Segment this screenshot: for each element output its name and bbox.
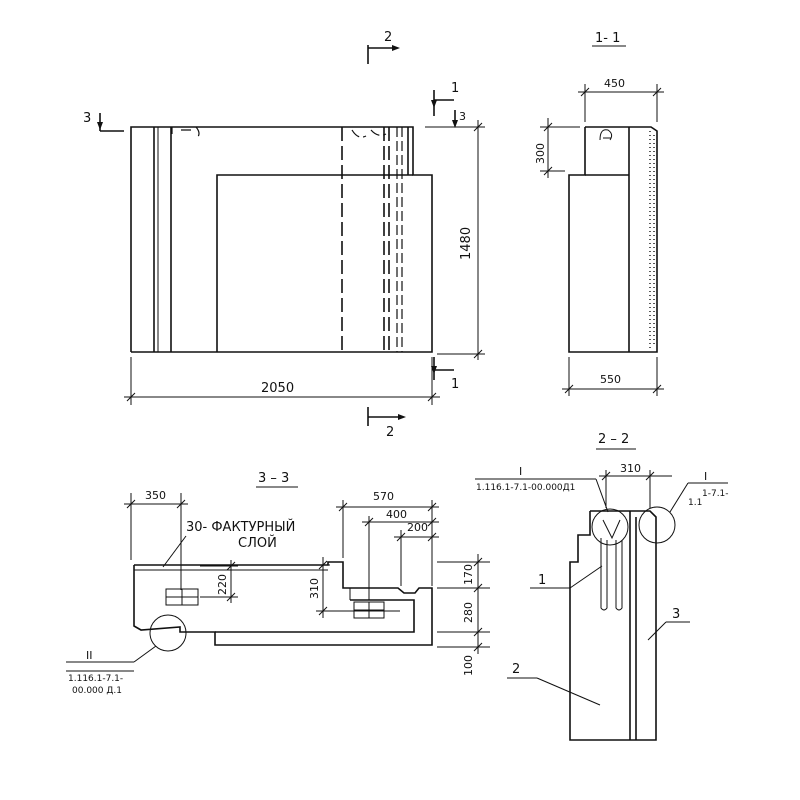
cut-label-2-top: 2	[384, 30, 392, 45]
dim-310-plan: 310	[308, 578, 321, 599]
dim-tick	[427, 502, 437, 512]
cut-label-1-bottom: 1	[451, 377, 459, 392]
dim-tick	[473, 349, 483, 359]
note-facing-layer-line1: 30- ФАКТУРНЫЙ	[186, 519, 295, 535]
position-2: 2	[512, 662, 520, 677]
cut-label-3-left: 3	[83, 111, 91, 126]
lifting-loop-hidden	[171, 126, 200, 140]
section-2-2-title: 2 – 2	[598, 432, 629, 447]
dim-280: 280	[462, 602, 475, 623]
dim-tick	[601, 471, 611, 481]
section-3-3-title: 3 – 3	[258, 471, 289, 486]
dim-tick	[318, 560, 328, 570]
dim-tick	[473, 627, 483, 637]
node-callout-circle	[591, 508, 629, 546]
dim-tick	[652, 384, 662, 394]
section-2-2: 2 – 2 310 I 1.116.1-7.1-00.000Д1 I 1.1 1…	[475, 432, 729, 741]
dim-tick	[543, 166, 553, 176]
dim-350: 350	[145, 489, 166, 502]
dim-tick	[473, 583, 483, 593]
lifting-loop-hidden	[351, 129, 387, 138]
section-1-1-title: 1- 1	[595, 31, 620, 46]
lifting-loop	[615, 540, 623, 611]
lifting-loop	[602, 519, 621, 540]
dim-tick	[564, 384, 574, 394]
node-mark-ii: II	[86, 649, 93, 662]
dim-tick	[427, 392, 437, 402]
dim-550: 550	[600, 373, 621, 386]
front-view: 2050 1480 2 2 1 3 1 3	[83, 30, 485, 440]
dim-tick	[226, 561, 236, 571]
node-mark-left: I	[519, 465, 522, 478]
node-callout-circle	[149, 614, 187, 652]
dim-570: 570	[373, 490, 394, 503]
leader-line	[669, 482, 689, 513]
dim-tick	[543, 122, 553, 132]
node-ref-left: 1.116.1-7.1-00.000Д1	[476, 483, 575, 493]
dim-tick	[396, 532, 406, 542]
dim-tick	[580, 87, 590, 97]
dim-tick	[176, 499, 186, 509]
dim-200: 200	[407, 521, 428, 534]
cut-label-3-right: 3	[459, 110, 466, 123]
cut-arrow	[398, 414, 406, 420]
leader-line	[133, 645, 157, 663]
dim-tick	[473, 642, 483, 652]
section-3-3-outline	[133, 561, 433, 646]
leader-line	[569, 565, 603, 589]
cut-label-2-bottom: 2	[386, 425, 394, 440]
dim-width-2050: 2050	[261, 381, 294, 396]
dim-310-section: 310	[620, 462, 641, 475]
position-3: 3	[672, 607, 680, 622]
lifting-loop	[600, 538, 608, 611]
node-callout-circle	[638, 506, 676, 544]
dim-tick	[338, 502, 348, 512]
dim-450: 450	[604, 77, 625, 90]
front-opening	[216, 174, 413, 352]
cut-arrow	[452, 120, 458, 128]
dim-tick	[645, 471, 655, 481]
dim-100: 100	[462, 655, 475, 676]
cut-arrow	[392, 45, 400, 51]
leader-line	[595, 478, 609, 513]
dim-tick	[427, 532, 437, 542]
dim-170: 170	[462, 564, 475, 585]
node-ref-line1: 1.116.1-7.1-	[68, 674, 123, 684]
dim-tick	[652, 87, 662, 97]
cut-arrow	[431, 366, 437, 374]
section-1-1-outline	[568, 126, 658, 353]
dim-400: 400	[386, 508, 407, 521]
dim-tick	[473, 557, 483, 567]
dim-tick	[473, 122, 483, 132]
section-3-3-inner	[215, 599, 415, 633]
cut-arrow	[431, 100, 437, 108]
cut-arrow	[97, 122, 103, 130]
leader-line	[162, 535, 187, 568]
dim-tick	[318, 606, 328, 616]
leader-line	[647, 621, 667, 641]
dim-tick	[126, 499, 136, 509]
leader-line	[536, 677, 601, 706]
section-1-1: 1- 1 450 300 550	[534, 31, 664, 396]
node-ref-right-1: 1.1	[688, 498, 702, 508]
dim-tick	[126, 392, 136, 402]
node-ref-right-2: 1-7.1-	[702, 489, 729, 499]
cut-label-1-top: 1	[451, 81, 459, 96]
node-mark-right: I	[704, 470, 707, 483]
dim-220: 220	[216, 574, 229, 595]
position-1: 1	[538, 573, 546, 588]
node-ref-line2: 00.000 Д.1	[72, 686, 122, 696]
dim-tick	[226, 592, 236, 602]
dim-tick	[427, 517, 437, 527]
dim-300: 300	[534, 143, 547, 164]
dim-height-1480: 1480	[459, 227, 474, 260]
section-2-2-outline	[569, 510, 657, 741]
front-outline	[130, 126, 433, 353]
note-facing-layer-line2: СЛОЙ	[238, 535, 277, 551]
lifting-loop	[599, 129, 613, 141]
section-3-3: 3 – 3 350 570 400	[66, 471, 490, 696]
dim-tick	[364, 517, 374, 527]
